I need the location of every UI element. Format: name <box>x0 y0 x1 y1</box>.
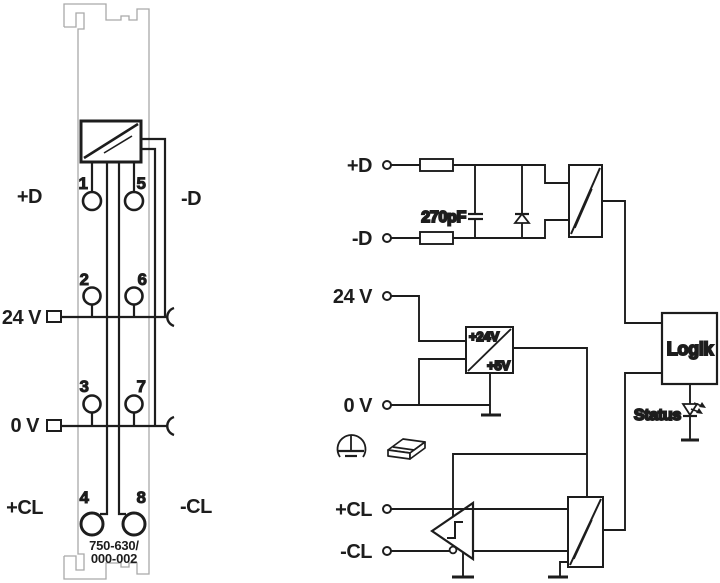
pin-number: 7 <box>137 377 146 396</box>
logic-section: Logik Status <box>603 311 719 531</box>
isolation-diagonal-2 <box>103 135 133 154</box>
pin-number: 5 <box>137 174 146 193</box>
hysteresis-icon <box>447 521 463 539</box>
status-led: Status <box>633 384 706 442</box>
wire-isolation-to-0v <box>141 147 157 426</box>
label-24v: 24 V <box>2 307 42 329</box>
isolation-diagonal <box>83 122 139 160</box>
data-input-channel: 270pF <box>391 158 662 324</box>
pin-4: 4 <box>79 488 105 537</box>
module-pins: 1 5 2 6 3 7 4 <box>78 174 148 537</box>
module-internal-wires <box>90 137 167 516</box>
wire-5v <box>513 347 588 497</box>
clock-ground-wire <box>559 561 568 576</box>
pin-number: 8 <box>137 488 146 507</box>
inverter-bubble <box>448 545 458 555</box>
converter-primary-label: +24V <box>469 329 499 344</box>
pin-number: 2 <box>80 270 89 289</box>
pin-number: 3 <box>80 377 89 396</box>
label-minus-d: -D <box>181 188 201 210</box>
logic-block: Logik <box>660 311 719 386</box>
pin-7: 7 <box>124 377 147 414</box>
part-number: 750-630/ 000-002 <box>89 538 140 566</box>
diode <box>513 165 531 238</box>
wire-0v-branch <box>418 358 466 405</box>
wire-to-pin8 <box>117 162 126 516</box>
wire-isolation-to-24v <box>141 137 167 317</box>
clock-output-channel <box>391 496 604 579</box>
wire-5v-branch <box>452 453 587 516</box>
terminal-plus-cl <box>382 504 392 514</box>
power-rails <box>46 306 175 437</box>
label-plus-cl: +CL <box>335 499 372 521</box>
data-isolation-block <box>568 164 603 238</box>
label-plus-d: +D <box>347 155 372 177</box>
terminal-minus-cl <box>382 546 392 556</box>
capacitor <box>468 165 483 238</box>
cage-clamp-24v <box>46 310 62 323</box>
label-0v: 0 V <box>343 395 373 417</box>
label-plus-d: +D <box>17 186 42 208</box>
clock-isolation-block <box>567 496 604 568</box>
module-labels: +D -D 24 V 0 V +CL -CL <box>2 186 213 519</box>
pin-number: 1 <box>79 174 88 193</box>
power-jumper-contact-24v <box>166 306 175 328</box>
earth-symbol <box>336 434 367 458</box>
terminals <box>382 160 392 556</box>
pin-5: 5 <box>123 174 147 212</box>
logic-label: Logik <box>667 339 715 359</box>
label-minus-cl: -CL <box>340 541 372 563</box>
pin-1: 1 <box>78 174 103 212</box>
terminal-plus-d <box>382 160 392 170</box>
terminal-24v <box>382 291 392 301</box>
capacitor-value: 270pF <box>421 209 466 226</box>
module-isolation-block <box>79 119 143 164</box>
module-housing-outline <box>63 3 150 580</box>
label-minus-cl: -CL <box>180 496 212 518</box>
line-driver <box>430 500 475 562</box>
cage-clamp-0v <box>46 419 62 432</box>
terminal-minus-d <box>382 233 392 243</box>
label-0v: 0 V <box>10 415 40 437</box>
power-jumper-contact-0v <box>166 415 175 437</box>
resistor-plus-d <box>419 158 454 172</box>
resistor-minus-d <box>419 231 454 245</box>
wire-logic-to-clock <box>603 372 662 531</box>
dc-converter: +24V +5V <box>465 326 514 374</box>
led-arrows <box>690 402 706 414</box>
power-section: +24V +5V <box>391 295 588 516</box>
label-plus-cl: +CL <box>6 497 43 519</box>
label-24v: 24 V <box>333 286 373 308</box>
wire-24v <box>391 295 466 342</box>
circuit-schematic: +D -D 24 V 0 V +CL -CL 270pF <box>333 155 719 579</box>
label-minus-d: -D <box>352 228 372 250</box>
terminal-0v <box>382 400 392 410</box>
pin-3: 3 <box>79 377 102 414</box>
schematic-labels: +D -D 24 V 0 V +CL -CL <box>333 155 374 563</box>
pin-number: 4 <box>80 488 90 507</box>
wire-data-to-logic <box>602 200 662 324</box>
pin-6: 6 <box>124 270 148 306</box>
din-rail-icon <box>387 438 426 460</box>
wire-to-pin4 <box>100 162 109 516</box>
pin-2: 2 <box>79 270 102 306</box>
part-number-line1: 750-630/ <box>89 538 139 553</box>
io-module: 1 5 2 6 3 7 4 <box>2 3 213 580</box>
status-label: Status <box>634 407 682 424</box>
pin-number: 6 <box>138 270 147 289</box>
part-number-line2: 000-002 <box>91 551 137 566</box>
converter-secondary-label: +5V <box>487 358 510 373</box>
pin-8: 8 <box>121 488 147 537</box>
